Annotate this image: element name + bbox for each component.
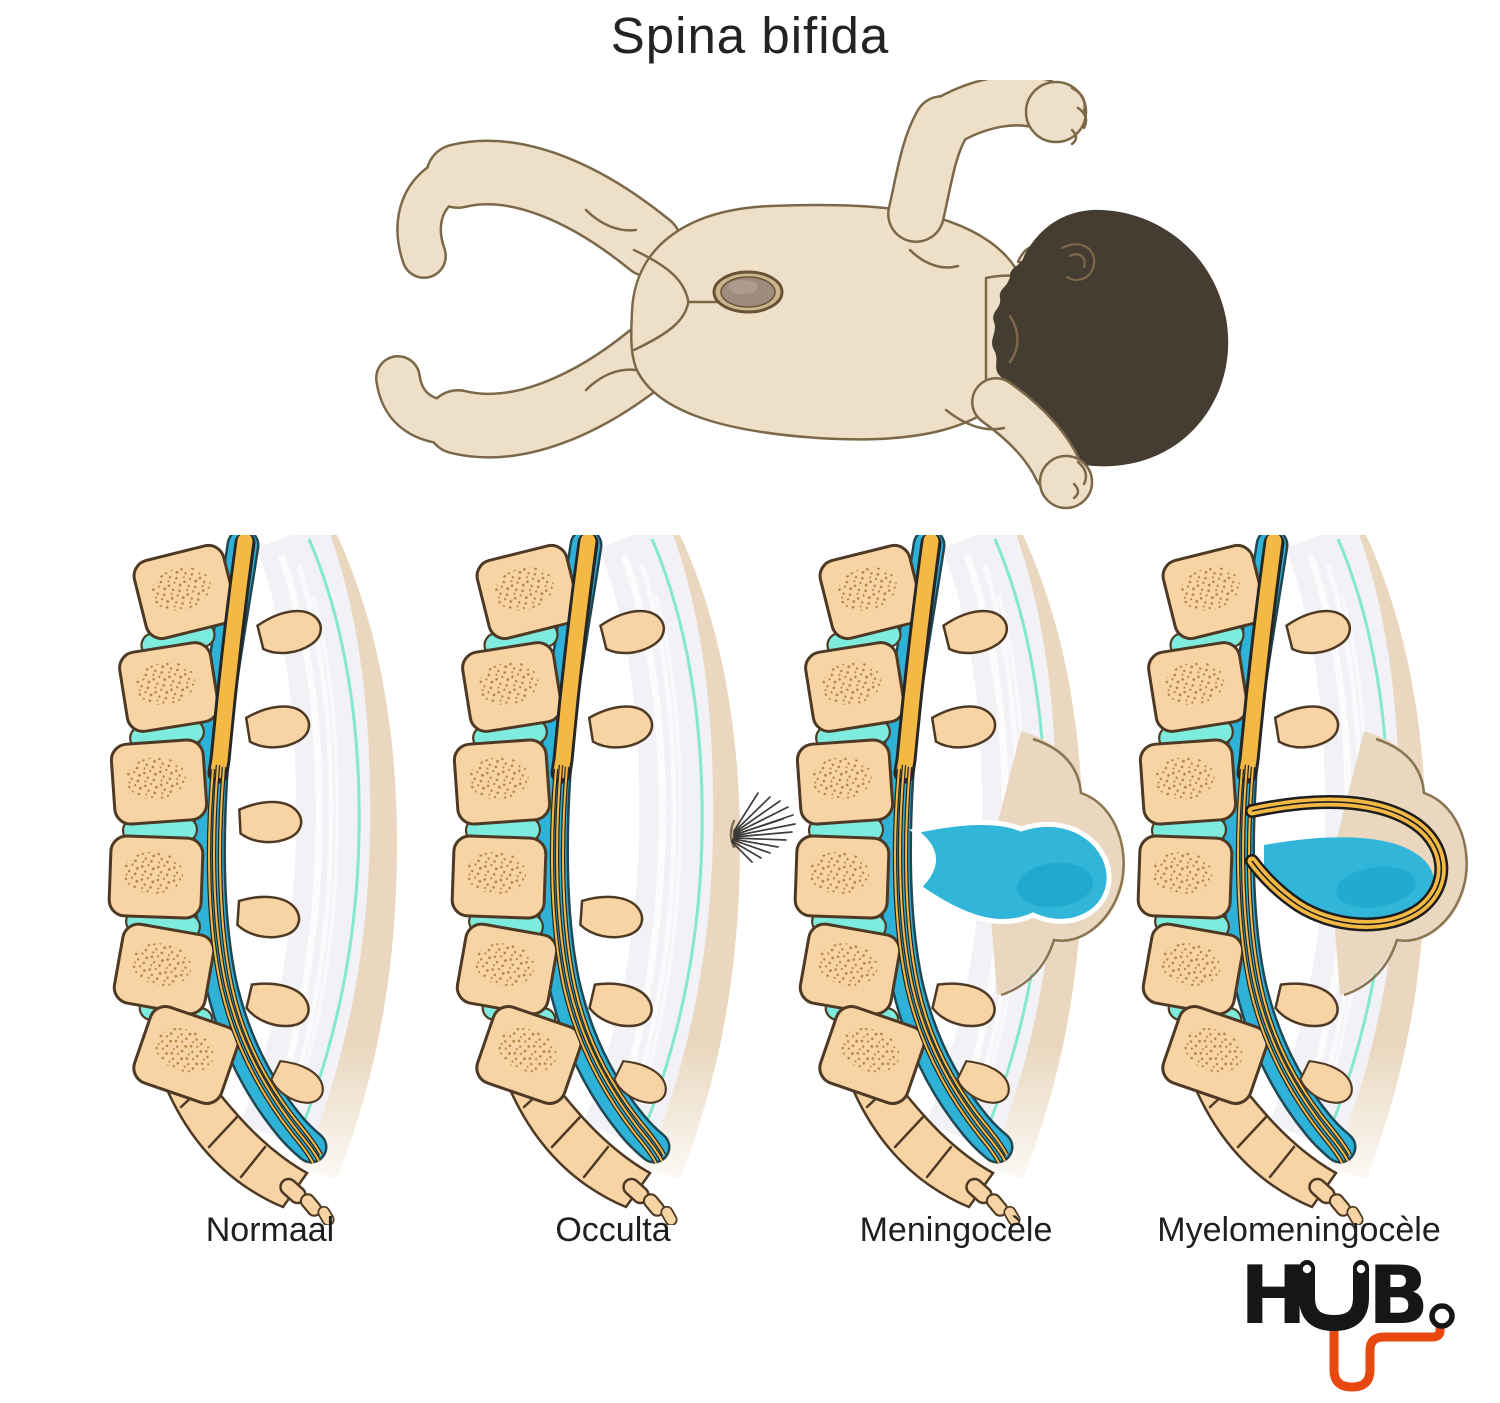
baby-illustration: [350, 74, 1270, 530]
chest-piece-dot-icon: [1429, 1303, 1455, 1329]
baby-legs: [375, 139, 683, 459]
spine-panel-meningocele: Meningocèle: [771, 535, 1141, 1250]
baby-fist-top: [1024, 80, 1088, 144]
lesion-marker: [712, 270, 784, 314]
spine-panel-occulta: Occulta: [428, 535, 798, 1250]
page-title: Spina bifida: [610, 7, 890, 64]
panel-label-meningocele: Meningocèle: [859, 1211, 1053, 1249]
baby-fist-bottom: [1038, 454, 1094, 510]
myelomeningocele-spine-graphic: [1114, 535, 1470, 1225]
baby-hair: [992, 209, 1229, 467]
normal-spine-graphic: [85, 535, 455, 1225]
stethoscope-tube: [1329, 1319, 1445, 1392]
hub-logo-graphic: H B: [1240, 1249, 1455, 1392]
panel-label-normal: Normaal: [205, 1211, 335, 1249]
csf-sac: [915, 822, 1109, 921]
meningocele-spine-graphic: [771, 535, 1127, 1225]
earpiece-right-icon: [1356, 1264, 1366, 1274]
baby-ear: [1060, 243, 1096, 281]
spine-panel-normal: Normaal: [85, 535, 455, 1250]
spine-panel-myelomeningocele: Myelomeningocèle: [1114, 535, 1484, 1250]
baby-graphic: [375, 74, 1229, 510]
logo-letter-b: B: [1368, 1260, 1429, 1342]
baby-creases: [584, 208, 1019, 431]
hub-logo: H B: [1235, 1249, 1465, 1400]
baby-raised-arm: [887, 74, 1088, 243]
stethoscope-u-icon: [1299, 1260, 1369, 1332]
panel-label-myelomeningocele: Myelomeningocèle: [1157, 1211, 1441, 1249]
logo-letter-h: H: [1240, 1260, 1307, 1342]
earpiece-left-icon: [1302, 1264, 1312, 1274]
occulta-spine-graphic: [428, 535, 797, 1225]
panel-label-occulta: Occulta: [555, 1211, 671, 1249]
baby-lower-arm: [971, 377, 1094, 510]
